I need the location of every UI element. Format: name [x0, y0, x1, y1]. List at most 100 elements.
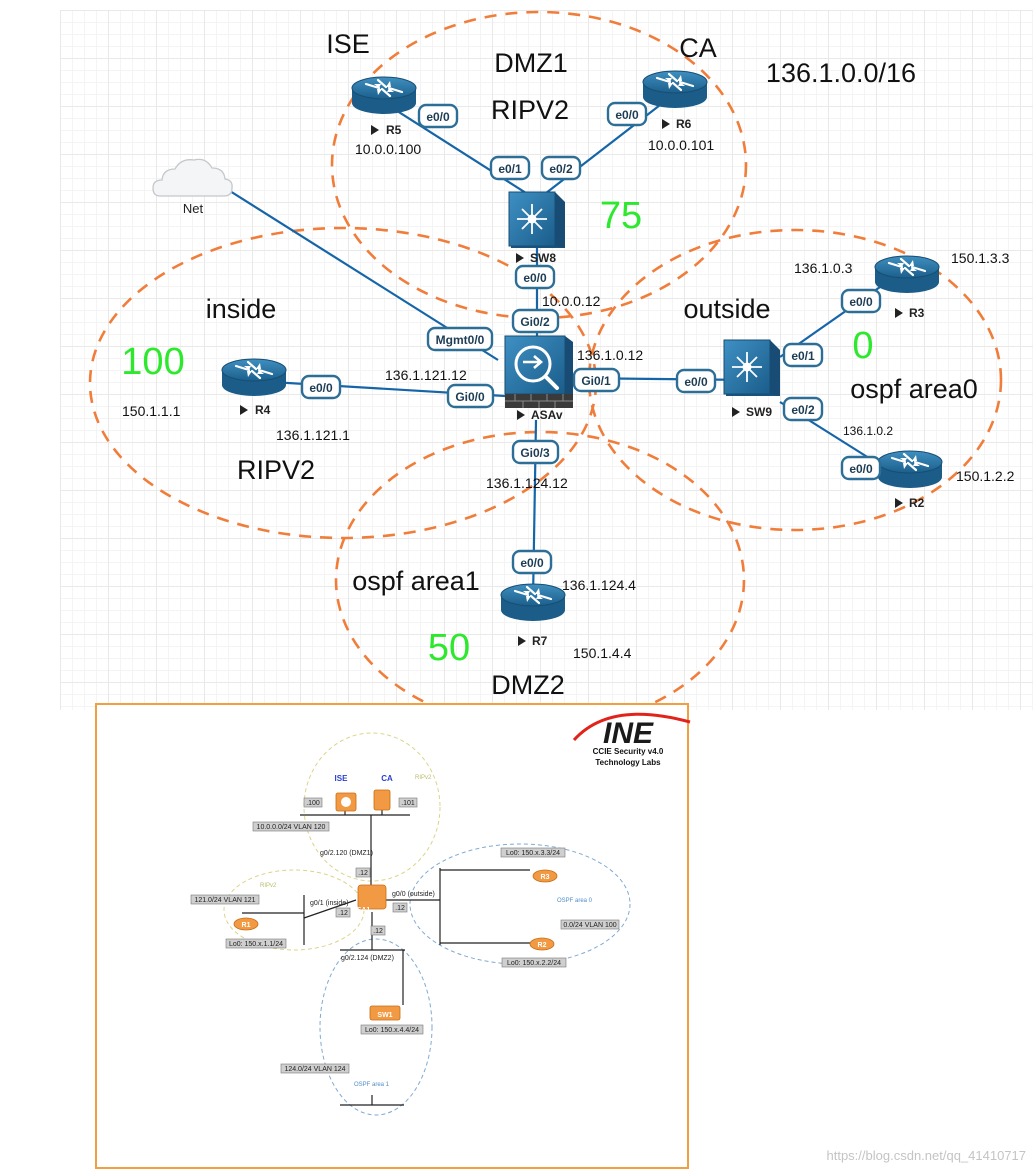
ca-label: CA — [679, 33, 717, 63]
svg-text:RIPv2: RIPv2 — [260, 883, 277, 889]
if-asa-gi03[interactable]: Gi0/3 — [511, 439, 560, 465]
svg-text:.101: .101 — [401, 800, 415, 807]
supernet-label: 136.1.0.0/16 — [766, 58, 916, 88]
svg-text:e0/2: e0/2 — [791, 403, 815, 417]
r4-loopback: 150.1.1.1 — [122, 403, 181, 419]
svg-text:Gi0/1: Gi0/1 — [581, 374, 611, 388]
svg-text:Lo0: 150.x.3.3/24: Lo0: 150.x.3.3/24 — [506, 850, 560, 857]
svg-text:e0/0: e0/0 — [520, 556, 544, 570]
svg-text:e0/0: e0/0 — [849, 462, 873, 476]
router-r7-icon[interactable] — [499, 582, 567, 623]
firewall-asav-icon[interactable] — [504, 335, 573, 408]
if-r6-e00[interactable]: e0/0 — [606, 101, 648, 127]
security-level-inside: 100 — [121, 341, 184, 383]
router-r2-icon[interactable] — [876, 449, 944, 490]
svg-text:.12: .12 — [338, 910, 348, 917]
svg-text:SW1: SW1 — [377, 1012, 392, 1019]
if-r3-e00[interactable]: e0/0 — [840, 288, 882, 314]
if-sw8-e01[interactable]: e0/1 — [489, 155, 531, 181]
asa-gi00-ip: 136.1.121.12 — [385, 367, 467, 383]
node-label-r4: R4 — [240, 403, 271, 417]
svg-text:Gi0/3: Gi0/3 — [520, 446, 550, 460]
ine-logo: INE CCIE Security v4.0 Technology Labs — [572, 712, 691, 767]
if-sw8-e00[interactable]: e0/0 — [514, 264, 556, 290]
switch-sw9-icon[interactable] — [723, 339, 781, 397]
svg-text:ISE: ISE — [335, 774, 349, 783]
if-sw9-e01[interactable]: e0/1 — [782, 342, 824, 368]
ref-inside-zone — [223, 869, 365, 951]
r3-loopback: 150.1.3.3 — [951, 250, 1010, 266]
r2-ip: 136.1.0.2 — [843, 424, 893, 438]
svg-text:Lo0: 150.x.2.2/24: Lo0: 150.x.2.2/24 — [507, 960, 561, 967]
svg-text:.100: .100 — [306, 800, 320, 807]
ref-r2-icon — [529, 937, 555, 951]
svg-text:121.0/24 VLAN 121: 121.0/24 VLAN 121 — [194, 897, 255, 904]
svg-text:e0/0: e0/0 — [684, 375, 708, 389]
svg-text:Lo0: 150.x.4.4/24: Lo0: 150.x.4.4/24 — [365, 1027, 419, 1034]
svg-text:OSPF area 0: OSPF area 0 — [557, 898, 593, 904]
r4-ip: 136.1.121.1 — [276, 427, 350, 443]
ref-asa-icon — [357, 884, 387, 910]
svg-text:R4: R4 — [255, 403, 271, 417]
svg-text:R2: R2 — [909, 496, 925, 510]
router-r3-icon[interactable] — [873, 254, 941, 295]
svg-text:10.0.0.0/24 VLAN 120: 10.0.0.0/24 VLAN 120 — [257, 824, 326, 831]
if-r4-e00[interactable]: e0/0 — [300, 374, 342, 400]
svg-text:Gi0/2: Gi0/2 — [520, 315, 550, 329]
security-level-dmz2: 50 — [428, 627, 470, 669]
r5-ip: 10.0.0.100 — [355, 141, 421, 157]
ref-dmz2-zone — [319, 938, 433, 1116]
svg-text:Lo0: 150.x.1.1/24: Lo0: 150.x.1.1/24 — [229, 941, 283, 948]
ine-reference-diagram: INE CCIE Security v4.0 Technology Labs — [95, 703, 691, 1169]
svg-text:Mgmt0/0: Mgmt0/0 — [436, 333, 485, 347]
node-label-r7: R7 — [518, 634, 548, 648]
svg-text:e0/0: e0/0 — [523, 271, 547, 285]
ref-r3-icon — [532, 869, 558, 883]
node-label-sw8: SW8 — [516, 251, 556, 265]
if-asa-gi00[interactable]: Gi0/0 — [446, 383, 495, 409]
if-r5-e00[interactable]: e0/0 — [417, 103, 459, 129]
node-label-sw9: SW9 — [732, 405, 772, 419]
net-label: Net — [183, 201, 204, 216]
dmz1-protocol-label: RIPV2 — [491, 95, 569, 125]
ref-ca-icon — [373, 789, 391, 811]
svg-text:Gi0/0: Gi0/0 — [455, 390, 485, 404]
r2-loopback: 150.1.2.2 — [956, 468, 1015, 484]
svg-text:e0/1: e0/1 — [791, 349, 815, 363]
svg-text:ASA1: ASA1 — [352, 907, 371, 914]
if-sw9-e00[interactable]: e0/0 — [675, 368, 717, 394]
node-label-asav: ASAv — [517, 408, 563, 422]
link-r6-sw8 — [536, 94, 674, 201]
asa-gi02-ip: 10.0.0.12 — [542, 293, 601, 309]
if-r7-e00[interactable]: e0/0 — [511, 549, 553, 575]
router-r5-icon[interactable] — [350, 75, 418, 116]
if-sw9-e02[interactable]: e0/2 — [782, 396, 824, 422]
if-sw8-e02[interactable]: e0/2 — [540, 155, 582, 181]
router-r4-icon[interactable] — [220, 357, 288, 398]
svg-text:.12: .12 — [395, 905, 405, 912]
dmz1-label: DMZ1 — [494, 48, 568, 78]
dmz2-protocol-label: ospf area1 — [352, 566, 480, 596]
svg-text:e0/0: e0/0 — [309, 381, 333, 395]
svg-text:R2: R2 — [538, 942, 547, 949]
dmz2-label: DMZ2 — [491, 670, 565, 700]
svg-text:Technology Labs: Technology Labs — [595, 758, 661, 767]
router-r6-icon[interactable] — [641, 69, 709, 110]
svg-text:124.0/24 VLAN 124: 124.0/24 VLAN 124 — [284, 1066, 345, 1073]
svg-text:g0/0 (outside): g0/0 (outside) — [392, 891, 435, 898]
switch-sw8-icon[interactable] — [508, 191, 566, 249]
if-asa-gi02[interactable]: Gi0/2 — [511, 308, 560, 334]
cloud-icon — [152, 158, 233, 197]
r6-ip: 10.0.0.101 — [648, 137, 714, 153]
if-asa-mgmt00[interactable]: Mgmt0/0 — [426, 326, 494, 352]
outside-protocol-label: ospf area0 — [850, 374, 978, 404]
if-r2-e00[interactable]: e0/0 — [840, 455, 882, 481]
if-asa-gi01[interactable]: Gi0/1 — [572, 367, 621, 393]
svg-text:INE: INE — [603, 717, 654, 750]
inside-protocol-label: RIPV2 — [237, 455, 315, 485]
svg-text:g0/1 (inside): g0/1 (inside) — [310, 900, 349, 907]
svg-text:g0/2.124 (DMZ2): g0/2.124 (DMZ2) — [341, 955, 394, 962]
security-level-outside: 0 — [852, 325, 873, 367]
